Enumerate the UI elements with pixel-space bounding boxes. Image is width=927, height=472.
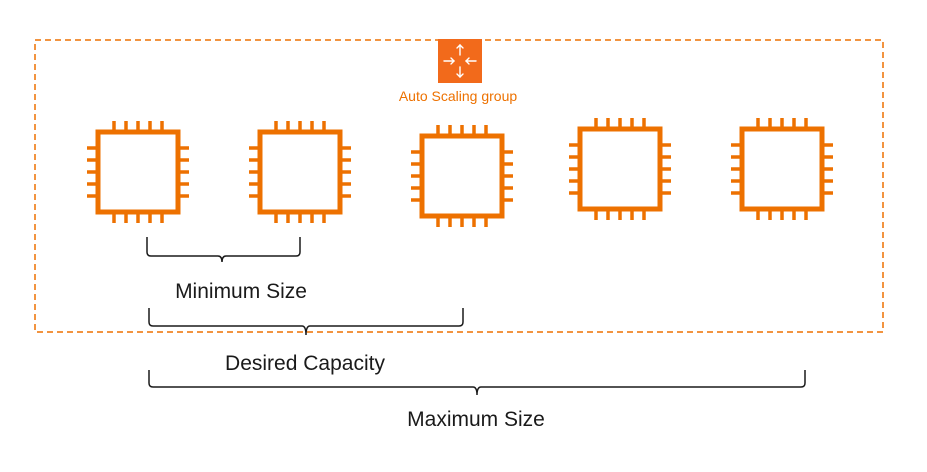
minimum-size-bracket xyxy=(146,237,301,263)
ec2-instance-icon xyxy=(411,125,513,227)
instances-row xyxy=(87,118,833,227)
ec2-instance-icon xyxy=(87,121,189,223)
auto-scaling-group-boundary xyxy=(34,39,884,333)
ec2-instance-icon xyxy=(569,118,671,220)
desired-capacity-bracket xyxy=(148,308,464,336)
auto-scaling-group-label: Auto Scaling group xyxy=(399,88,518,104)
maximum-size-bracket xyxy=(148,370,806,396)
auto-scaling-icon xyxy=(438,39,482,83)
minimum-size-label: Minimum Size xyxy=(175,280,307,303)
ec2-instance-icon xyxy=(249,121,351,223)
desired-capacity-label: Desired Capacity xyxy=(225,352,385,375)
ec2-instance-icon xyxy=(731,118,833,220)
maximum-size-label: Maximum Size xyxy=(407,408,545,431)
